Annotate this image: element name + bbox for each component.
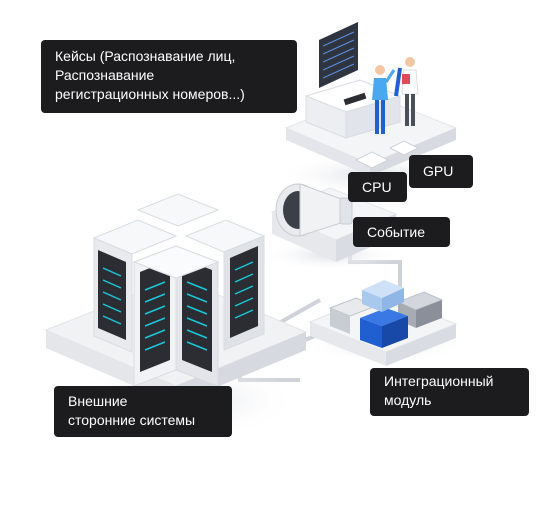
cases-label-line-2: Распознавание — [55, 67, 155, 83]
server-rack-icon — [44, 193, 308, 440]
gpu-label: GPU — [409, 155, 473, 188]
event-label: Событие — [353, 217, 450, 247]
integration-label-line-2: модуль — [384, 392, 432, 408]
event-label-text: Событие — [367, 224, 425, 240]
cpu-label: CPU — [348, 172, 407, 202]
integration-module-label: Интеграционный модуль — [370, 368, 529, 416]
external-label-line-1: Внешние — [68, 393, 128, 409]
integration-label-line-1: Интеграционный — [384, 373, 494, 389]
integration-puzzle-icon — [305, 280, 465, 366]
cpu-label-text: CPU — [362, 179, 392, 195]
cases-label-line-1: Кейсы (Распознавание лиц, — [55, 48, 236, 64]
cases-label: Кейсы (Распознавание лиц, Распознавание … — [41, 40, 297, 113]
cases-label-line-3: регистрационных номеров...) — [55, 86, 245, 102]
external-label-line-2: сторонние системы — [68, 412, 196, 428]
external-systems-label: Внешние сторонние системы — [54, 386, 232, 437]
gpu-label-text: GPU — [423, 163, 454, 179]
